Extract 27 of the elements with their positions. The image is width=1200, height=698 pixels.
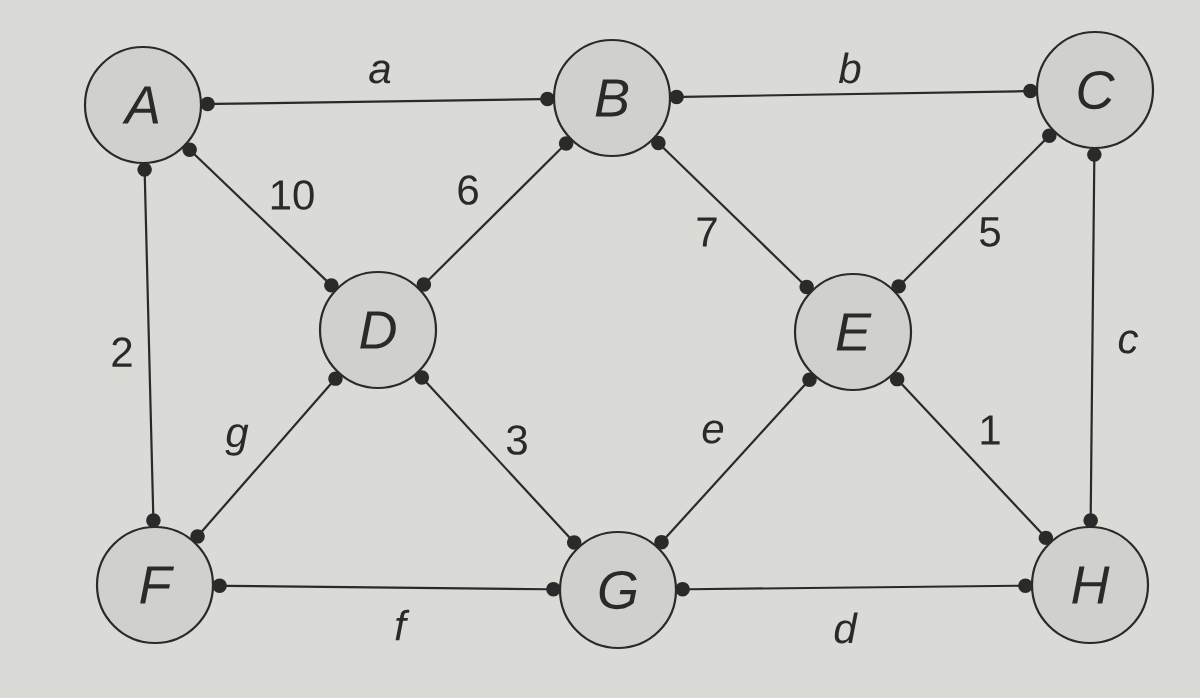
edge-label: 3 bbox=[503, 423, 531, 457]
edge-label: g bbox=[223, 422, 251, 458]
edge bbox=[689, 584, 1019, 591]
edge-label: 6 bbox=[454, 173, 482, 207]
edge bbox=[193, 153, 328, 282]
edge bbox=[665, 383, 806, 539]
edge-label: 7 bbox=[693, 215, 721, 249]
edge-label: 2 bbox=[108, 335, 136, 369]
edge bbox=[1089, 161, 1096, 514]
edge-label: b bbox=[836, 50, 864, 86]
edge bbox=[427, 147, 563, 281]
edge-label: d bbox=[831, 610, 859, 646]
edge-label: 10 bbox=[266, 178, 318, 212]
edge bbox=[226, 584, 547, 591]
edge bbox=[143, 176, 155, 514]
edge-label: 1 bbox=[976, 413, 1004, 447]
edge-label: e bbox=[699, 418, 727, 446]
edge bbox=[214, 97, 541, 106]
edge bbox=[662, 146, 803, 284]
edge-label: f bbox=[392, 607, 410, 643]
edge bbox=[900, 383, 1043, 534]
edge-label: 5 bbox=[976, 215, 1004, 249]
edge bbox=[201, 382, 333, 533]
edge-label: a bbox=[366, 58, 394, 86]
edge bbox=[425, 381, 571, 539]
edge bbox=[902, 139, 1046, 283]
edge bbox=[683, 90, 1024, 98]
